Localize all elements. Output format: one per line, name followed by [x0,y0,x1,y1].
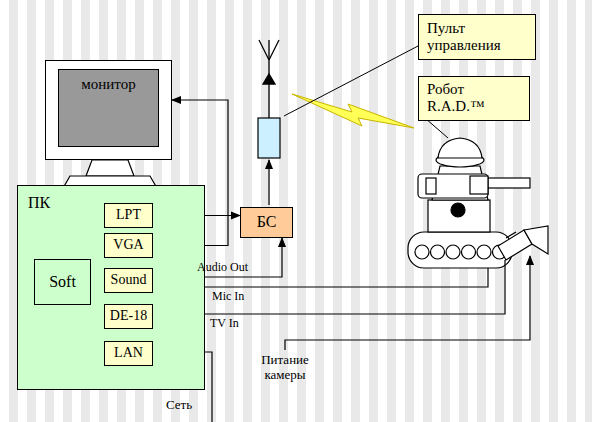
monitor: монитор [45,60,172,160]
port-box: DE-18 [104,304,153,329]
callout-box: Пульт управления [418,14,536,60]
node-text: Пульт управления [427,20,527,55]
software-box: Soft [34,259,91,305]
radio-link [292,94,414,128]
node-text: БС [257,213,277,231]
antenna [259,40,279,118]
signal-label: Питание камеры [248,353,322,383]
node-text: LAN [114,345,143,361]
node-text: LPT [116,207,141,223]
signal-wire [268,160,269,205]
port-box: VGA [104,233,153,258]
signal-label: Audio Out [197,261,248,275]
signal-wire [154,256,530,422]
node-text: Soft [49,273,76,291]
pc-box: ПК LPT VGA Soft SoundDE-18LAN [17,185,205,390]
signal-label: Сеть [166,398,192,413]
node-text: DE-18 [110,308,147,324]
monitor-screen: монитор [58,69,159,147]
camera [498,226,548,260]
bs-box: БС [240,207,293,238]
port-box: Sound [104,268,153,293]
node-text: Sound [111,272,147,288]
callout-box: Робот R.A.D.™ [418,76,530,121]
signal-label: Mic In [212,290,244,304]
port-box: LAN [104,341,153,366]
port-box: LPT [104,203,153,228]
signal-label: TV In [210,317,239,331]
node-text: монитор [81,76,135,93]
node-text: Робот R.A.D.™ [427,81,489,116]
node-text: ПК [28,194,50,212]
leader-line [284,46,418,116]
transmitter-box [258,118,280,158]
node-text: VGA [113,237,143,253]
